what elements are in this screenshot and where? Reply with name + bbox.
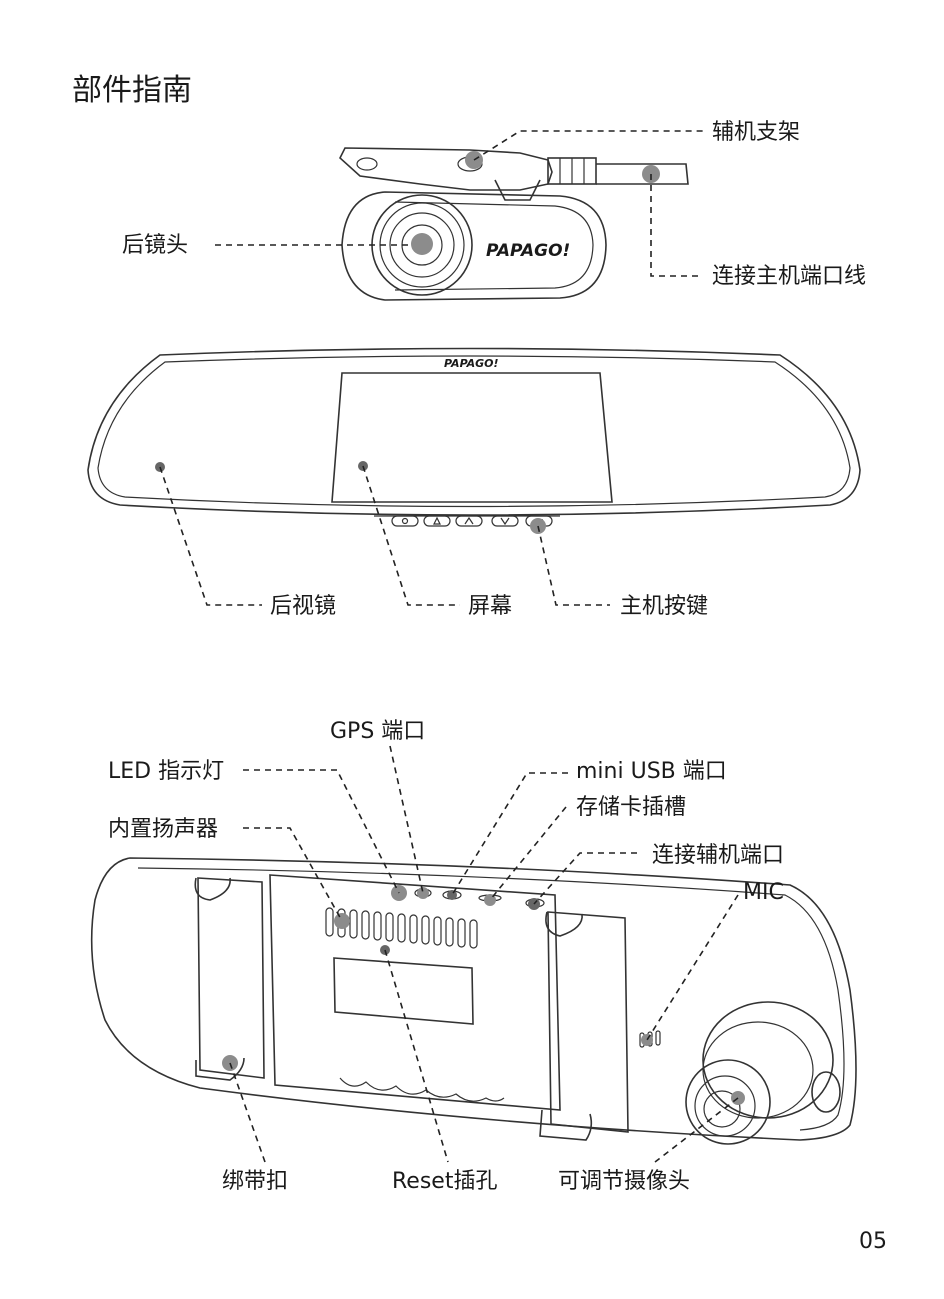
mirror-brand-logo: PAPAGO! [444,357,499,370]
up-button[interactable] [455,515,483,527]
label-buttons: 主机按键 [620,594,708,619]
usb-marker [447,890,457,900]
camera-brand-logo: PAPAGO! [486,241,570,261]
page-title: 部件指南 [72,73,192,108]
page-number: 05 [859,1229,887,1254]
mic-holes [639,1030,661,1048]
label-mic: MIC [743,880,784,905]
connection-cable [596,163,689,185]
power-icon [401,517,409,525]
screen-area [331,372,613,503]
mic-marker [641,1034,653,1046]
mirror-outline [87,347,861,516]
speaker-marker [334,913,350,929]
strap-left [197,877,265,1079]
label-cable: 连接主机端口线 [712,264,866,289]
label-speaker: 内置扬声器 [108,817,218,842]
camera-neck [494,179,541,201]
label-led: LED 指示灯 [108,759,224,784]
camera-bracket [339,147,553,191]
label-aux-port: 连接辅机端口 [652,843,784,868]
label-rear-lens: 后镜头 [122,233,188,258]
strap-hook [195,1057,245,1081]
label-reset: Reset插孔 [392,1169,497,1194]
strap-hook [545,911,583,937]
mirror-front: PAPAGO! OK [87,347,861,534]
label-camera: 可调节摄像头 [558,1169,690,1194]
down-icon [500,517,510,526]
power-button[interactable] [391,515,419,527]
warning-button[interactable] [423,515,451,527]
strap-right [547,911,629,1133]
mirror-back-housing [269,874,561,1111]
warning-icon [433,516,441,525]
lens-marker [411,233,433,255]
bracket-hole [356,157,378,171]
mirror-back-shell [90,857,857,1141]
label-screen: 屏幕 [468,594,512,619]
adjustable-camera [685,1001,841,1145]
down-button[interactable] [491,515,519,527]
label-mini-usb: mini USB 端口 [576,759,727,784]
label-card-slot: 存储卡插槽 [576,795,686,820]
speaker-grille [325,907,478,949]
label-gps-port: GPS 端口 [330,719,425,744]
label-plate [333,957,474,1025]
mirror-back [90,857,857,1145]
up-icon [464,516,474,525]
camera-body [341,191,607,301]
gps-marker [417,887,429,899]
label-mirror: 后视镜 [270,594,336,619]
label-strap: 绑带扣 [222,1169,288,1194]
rear-camera: PAPAGO! [339,147,689,301]
strap-hook [194,877,231,901]
strap-hook [539,1109,593,1141]
label-bracket: 辅机支架 [712,120,800,145]
